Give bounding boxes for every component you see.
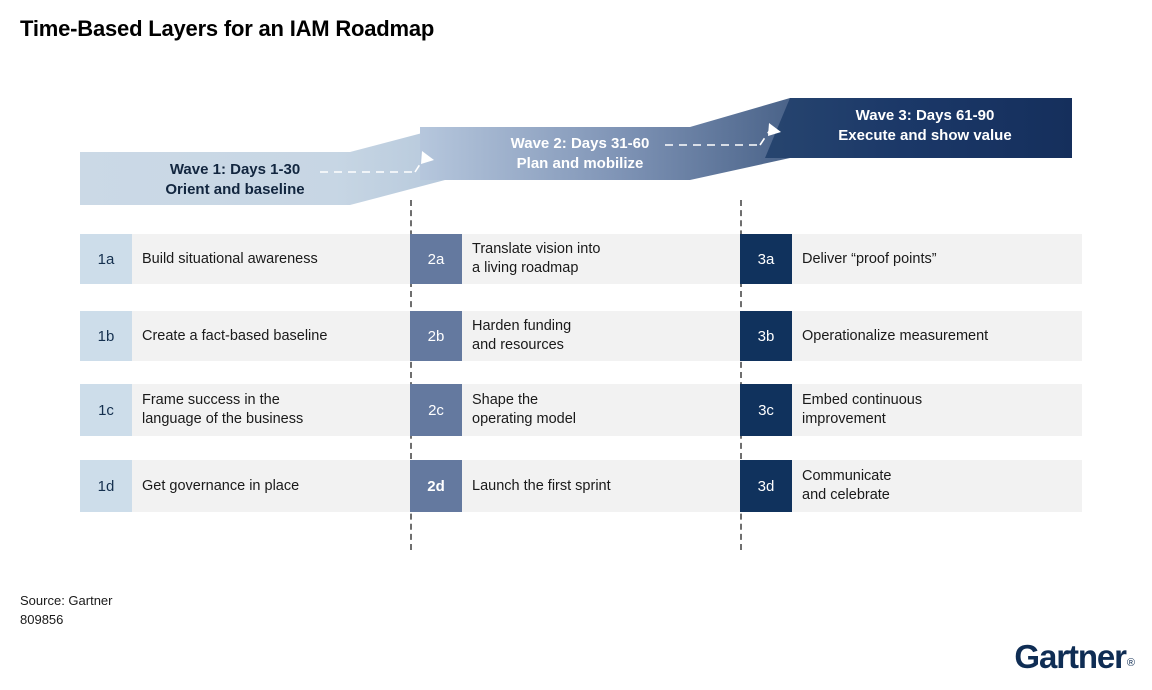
source-note: Source: Gartner 809856 bbox=[20, 593, 113, 627]
wave-3-ribbon bbox=[765, 98, 1072, 158]
wave-1-ribbon bbox=[80, 127, 445, 205]
roadmap-cell-3c[interactable]: 3c Embed continuous improvement bbox=[740, 384, 1082, 436]
step-badge-3a: 3a bbox=[740, 234, 792, 284]
wave-2-to-3-arrowhead bbox=[768, 123, 781, 136]
page-title: Time-Based Layers for an IAM Roadmap bbox=[20, 16, 435, 41]
roadmap-cell-1d[interactable]: 1d Get governance in place bbox=[80, 460, 410, 512]
step-badge-2b: 2b bbox=[410, 311, 462, 361]
step-text-1c: Frame success in the language of the bus… bbox=[142, 392, 304, 427]
step-text-2b: Harden funding and resources bbox=[472, 318, 572, 353]
wave-2-ribbon bbox=[420, 98, 790, 180]
column-separator-1 bbox=[410, 200, 412, 550]
roadmap-cell-1a[interactable]: 1a Build situational awareness bbox=[80, 234, 410, 284]
step-badge-1a: 1a bbox=[80, 234, 132, 284]
table-row: 1b Create a fact-based baseline 2b Harde… bbox=[80, 311, 1082, 361]
step-badge-1d: 1d bbox=[80, 460, 132, 512]
gartner-logo-text: Gartner bbox=[1014, 638, 1127, 675]
roadmap-cell-1c[interactable]: 1c Frame success in the language of the … bbox=[80, 384, 410, 436]
roadmap-cell-2c[interactable]: 2c Shape the operating model bbox=[410, 384, 740, 436]
step-badge-1b: 1b bbox=[80, 311, 132, 361]
step-badge-3c: 3c bbox=[740, 384, 792, 436]
step-badge-2a: 2a bbox=[410, 234, 462, 284]
wave-1-to-2-connector-bend bbox=[414, 157, 425, 173]
step-badge-3d: 3d bbox=[740, 460, 792, 512]
roadmap-cell-2d[interactable]: 2d Launch the first sprint bbox=[410, 460, 740, 512]
step-badge-2c: 2c bbox=[410, 384, 462, 436]
wave-ribbon-svg bbox=[80, 98, 1072, 205]
column-separator-2 bbox=[740, 200, 742, 550]
roadmap-cell-3d[interactable]: 3d Communicate and celebrate bbox=[740, 460, 1082, 512]
wave-1-to-2-arrowhead bbox=[421, 151, 434, 164]
step-text-1d: Get governance in place bbox=[142, 477, 300, 494]
roadmap-cell-3a[interactable]: 3a Deliver “proof points” bbox=[740, 234, 1082, 284]
registered-trademark-icon: ® bbox=[1126, 657, 1135, 669]
step-text-3c: Embed continuous improvement bbox=[802, 392, 923, 427]
step-text-1b: Create a fact-based baseline bbox=[142, 327, 328, 344]
roadmap-cell-1b[interactable]: 1b Create a fact-based baseline bbox=[80, 311, 410, 361]
step-text-3d: Communicate and celebrate bbox=[802, 468, 892, 503]
roadmap-cell-2a[interactable]: 2a Translate vision into a living roadma… bbox=[410, 234, 740, 284]
table-row: 1d Get governance in place 2d Launch the… bbox=[80, 460, 1082, 512]
step-badge-3b: 3b bbox=[740, 311, 792, 361]
roadmap-cell-2b[interactable]: 2b Harden funding and resources bbox=[410, 311, 740, 361]
gartner-logo: Gartner® bbox=[1014, 638, 1135, 676]
step-text-2a: Translate vision into a living roadmap bbox=[472, 241, 601, 276]
roadmap-cell-3b[interactable]: 3b Operationalize measurement bbox=[740, 311, 1082, 361]
step-text-2c: Shape the operating model bbox=[472, 392, 576, 427]
table-row: 1a Build situational awareness 2a Transl… bbox=[80, 234, 1082, 284]
table-row: 1c Frame success in the language of the … bbox=[80, 384, 1082, 436]
step-text-1a: Build situational awareness bbox=[142, 250, 318, 267]
step-text-3b: Operationalize measurement bbox=[802, 327, 989, 344]
step-text-3a: Deliver “proof points” bbox=[802, 250, 937, 267]
step-badge-1c: 1c bbox=[80, 384, 132, 436]
step-text-2d: Launch the first sprint bbox=[472, 477, 611, 494]
step-badge-2d: 2d bbox=[410, 460, 462, 512]
